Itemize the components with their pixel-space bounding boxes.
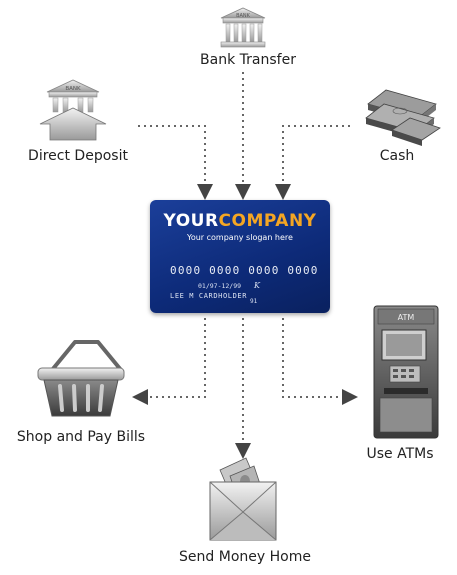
atm-icon-text: ATM [398, 313, 415, 322]
card-mark: K [254, 281, 260, 290]
card-code: 91 [250, 298, 258, 305]
money-envelope-icon [209, 457, 277, 541]
bank-deposit-icon: BANK [39, 79, 107, 141]
connector-direct-deposit [138, 125, 213, 200]
bank-icon: BANK [220, 7, 266, 48]
card-number: 0000 0000 0000 0000 [170, 264, 319, 277]
card-validity: 01/97-12/99 [198, 282, 242, 290]
bank-deposit-icon-text: BANK [65, 86, 81, 92]
node-label-direct-deposit: Direct Deposit [28, 148, 128, 164]
card-slogan: Your company slogan here [187, 233, 293, 242]
atm-icon: ATM [373, 305, 439, 439]
node-label-shop-pay-bills: Shop and Pay Bills [16, 429, 146, 445]
connector-use-atms [282, 318, 358, 405]
card-brand-your: YOUR [163, 211, 219, 231]
bank-icon-text: BANK [236, 13, 251, 19]
card-holder-name: LEE M CARDHOLDER [170, 292, 248, 300]
node-label-use-atms: Use ATMs [366, 446, 434, 462]
connector-shop-pay-bills [132, 318, 206, 405]
connector-cash [275, 125, 350, 200]
node-label-bank-transfer: Bank Transfer [200, 52, 296, 68]
card-brand: YOURCOMPANY [150, 211, 330, 231]
prepaid-card: YOURCOMPANY Your company slogan here 000… [150, 200, 330, 313]
node-label-cash: Cash [379, 148, 415, 164]
shopping-basket-icon [37, 340, 125, 417]
node-label-send-money-home: Send Money Home [179, 549, 311, 565]
cash-stack-icon [365, 89, 441, 146]
card-brand-company: COMPANY [218, 211, 317, 231]
